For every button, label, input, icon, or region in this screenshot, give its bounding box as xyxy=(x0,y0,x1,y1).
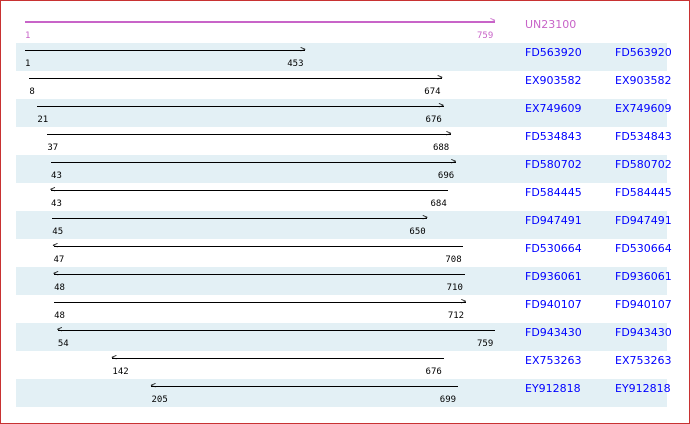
sequence-id-link[interactable]: FD584445 xyxy=(525,186,582,199)
start-position: 48 xyxy=(54,283,65,293)
end-position: 712 xyxy=(447,311,465,321)
alignment-row: >37 688 FD534843 FD534843 xyxy=(16,127,672,155)
start-position: 21 xyxy=(37,115,49,125)
sequence-link[interactable]: FD534843 xyxy=(615,130,672,143)
alignment-bar xyxy=(57,330,495,331)
start-position: 48 xyxy=(54,311,65,321)
alignment-bar xyxy=(53,246,464,247)
arrow-left-icon: < xyxy=(50,185,56,195)
sequence-link[interactable]: FD940107 xyxy=(615,298,672,311)
alignment-bar xyxy=(54,274,465,275)
sequence-link[interactable]: FD584445 xyxy=(615,186,672,199)
sequence-id-link[interactable]: FD943430 xyxy=(525,326,582,339)
start-position: 54 xyxy=(57,339,69,349)
alignment-bar xyxy=(51,190,449,191)
sequence-link[interactable]: EX749609 xyxy=(615,102,672,115)
alignment-row: >21 676 EX749609 EX749609 xyxy=(16,99,671,127)
alignment-row: >43 696 FD580702 FD580702 xyxy=(16,155,672,183)
arrow-right-icon: > xyxy=(437,73,443,83)
start-position: 1 xyxy=(25,31,31,41)
start-position: 37 xyxy=(47,143,59,153)
arrow-left-icon: < xyxy=(52,241,58,251)
start-position: 1 xyxy=(25,59,31,69)
alignment-row: <54 759 FD943430 FD943430 xyxy=(16,323,672,351)
end-position: 453 xyxy=(287,59,304,69)
alignment-row: >45 650 FD947491 FD947491 xyxy=(16,211,672,239)
end-position: 688 xyxy=(432,143,450,153)
start-position: 142 xyxy=(112,367,129,377)
end-position: 710 xyxy=(446,283,463,293)
sequence-id-link[interactable]: FD580702 xyxy=(525,158,582,171)
reference-row: >1 759 UN23100 xyxy=(16,15,667,43)
end-position: 674 xyxy=(424,87,441,97)
alignment-row: <142 676 EX753263 EX753263 xyxy=(16,351,671,379)
arrow-left-icon: < xyxy=(56,325,63,335)
arrow-right-icon: > xyxy=(490,16,496,26)
sequence-link[interactable]: FD563920 xyxy=(615,46,672,59)
reference-id[interactable]: UN23100 xyxy=(525,18,577,31)
alignment-row: >1 453 FD563920 FD563920 xyxy=(16,43,672,71)
alignment-bar xyxy=(25,50,306,51)
end-position: 650 xyxy=(409,227,426,237)
sequence-link[interactable]: EX753263 xyxy=(615,354,672,367)
arrow-right-icon: > xyxy=(460,297,467,307)
arrow-left-icon: < xyxy=(111,353,117,363)
sequence-id-link[interactable]: FD936061 xyxy=(525,270,582,283)
arrow-right-icon: > xyxy=(422,213,428,223)
start-position: 45 xyxy=(52,227,64,237)
sequence-id-link[interactable]: EX753263 xyxy=(525,354,582,367)
arrow-right-icon: > xyxy=(300,45,306,55)
end-position: 699 xyxy=(439,395,457,405)
sequence-link[interactable]: EY912818 xyxy=(615,382,671,395)
sequence-id-link[interactable]: FD563920 xyxy=(525,46,582,59)
alignment-bar xyxy=(52,218,428,219)
end-position: 759 xyxy=(477,31,494,41)
start-position: 43 xyxy=(51,199,62,209)
end-position: 759 xyxy=(477,339,494,349)
alignment-row: >48 712 FD940107 FD940107 xyxy=(16,295,672,323)
arrow-right-icon: > xyxy=(450,157,457,167)
alignment-row: <47 708 FD530664 FD530664 xyxy=(16,239,672,267)
sequence-id-link[interactable]: FD534843 xyxy=(525,130,582,143)
alignment-bar xyxy=(37,106,444,107)
arrow-right-icon: > xyxy=(445,129,452,139)
sequence-link[interactable]: FD530664 xyxy=(615,242,672,255)
alignment-row: <48 710 FD936061 FD936061 xyxy=(16,267,672,295)
sequence-id-link[interactable]: FD947491 xyxy=(525,214,582,227)
start-position: 8 xyxy=(29,87,35,97)
alignment-bar xyxy=(151,386,458,387)
end-position: 696 xyxy=(437,171,455,181)
sequence-id-link[interactable]: EY912818 xyxy=(525,382,581,395)
sequence-id-link[interactable]: EX749609 xyxy=(525,102,582,115)
sequence-id-link[interactable]: FD940107 xyxy=(525,298,582,311)
end-position: 676 xyxy=(425,115,442,125)
reference-bar xyxy=(25,21,495,23)
sequence-link[interactable]: FD943430 xyxy=(615,326,672,339)
start-position: 205 xyxy=(151,395,168,405)
end-position: 676 xyxy=(425,367,442,377)
sequence-id-link[interactable]: FD530664 xyxy=(525,242,582,255)
alignment-bar xyxy=(54,302,466,303)
arrow-right-icon: > xyxy=(438,101,444,111)
alignment-row: <205 699 EY912818 EY912818 xyxy=(16,379,671,407)
alignment-bar xyxy=(47,134,451,135)
start-position: 43 xyxy=(51,171,62,181)
arrow-left-icon: < xyxy=(53,269,59,279)
alignment-bar xyxy=(112,358,444,359)
end-position: 708 xyxy=(445,255,462,265)
alignment-row: >8 674 EX903582 EX903582 xyxy=(16,71,671,99)
alignment-row: <43 684 FD584445 FD584445 xyxy=(16,183,672,211)
alignment-bar xyxy=(29,78,443,79)
start-position: 47 xyxy=(53,255,65,265)
sequence-link[interactable]: EX903582 xyxy=(615,74,672,87)
arrow-left-icon: < xyxy=(150,381,156,391)
sequence-link[interactable]: FD580702 xyxy=(615,158,672,171)
sequence-link[interactable]: FD947491 xyxy=(615,214,672,227)
sequence-id-link[interactable]: EX903582 xyxy=(525,74,582,87)
sequence-link[interactable]: FD936061 xyxy=(615,270,672,283)
end-position: 684 xyxy=(430,199,447,209)
alignment-bar xyxy=(51,162,456,163)
